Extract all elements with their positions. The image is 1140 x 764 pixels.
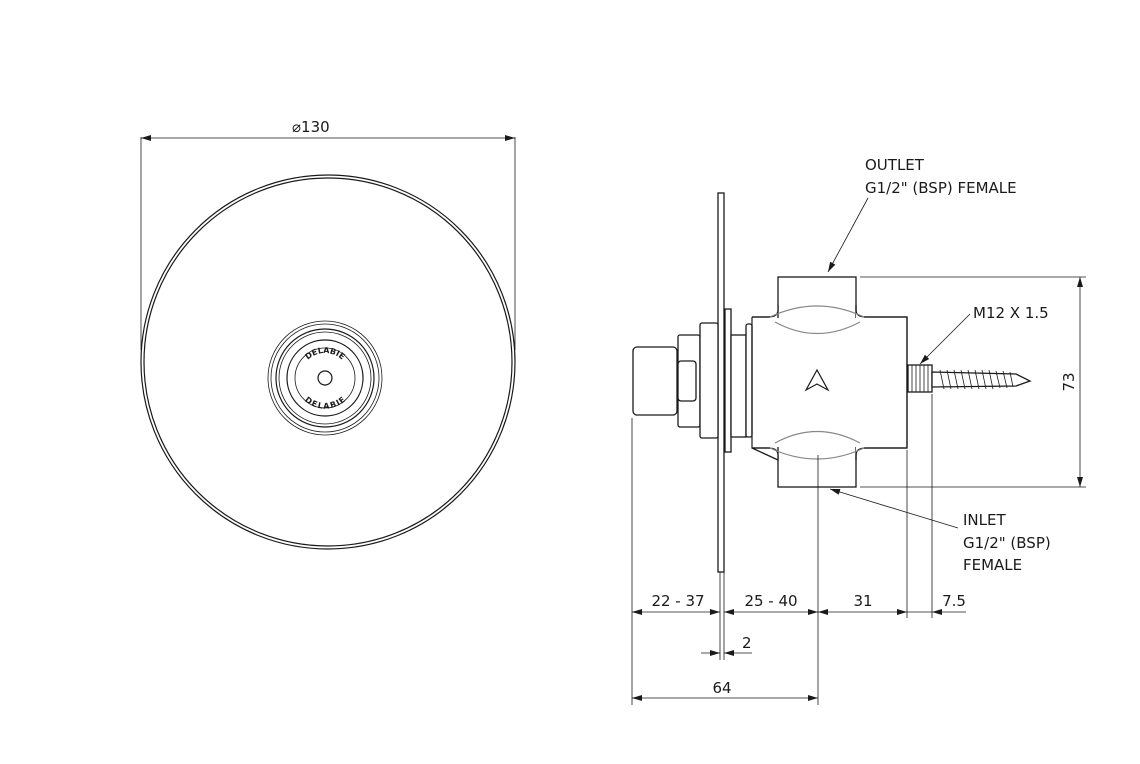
wood-screw — [931, 371, 1032, 388]
flange — [724, 308, 732, 453]
inlet-contour — [769, 430, 865, 460]
logo-text: DELABIE — [303, 346, 346, 362]
ring — [745, 323, 753, 438]
cover-plate-side — [717, 192, 725, 573]
dim-label-d4: 7.5 — [942, 592, 966, 610]
thread-leader — [919, 313, 971, 365]
front-view: ⌀130 DELABIE DELABIE — [140, 118, 516, 550]
outlet-label-line2: G1/2" (BSP) FEMALE — [865, 179, 1017, 197]
thread-label: M12 X 1.5 — [973, 304, 1049, 322]
inlet-label-line3: FEMALE — [963, 556, 1022, 574]
inlet-leader — [829, 488, 959, 529]
dim-label-d1: 22 - 37 — [651, 592, 704, 610]
dim-label-d3: 31 — [853, 592, 872, 610]
dim-label-plate: 2 — [742, 634, 752, 652]
side-view: 73 OUTLET G1/2" (BSP) FEMALE M12 X 1.5 I… — [631, 156, 1086, 705]
cover-plate-outer — [140, 174, 516, 550]
outlet-leader — [827, 197, 869, 273]
cover-plate-edge — [143, 177, 513, 547]
outlet-label-line1: OUTLET — [865, 156, 925, 174]
hex-face — [677, 360, 697, 402]
thread-lines — [911, 365, 929, 392]
screw-thread — [939, 369, 1014, 390]
height-dim-label: 73 — [1060, 372, 1078, 391]
dim-label-d2: 25 - 40 — [744, 592, 797, 610]
washer — [699, 322, 719, 439]
dim-label-total: 64 — [712, 679, 731, 697]
logo-text: DELABIE — [303, 395, 347, 411]
diameter-label: ⌀130 — [292, 118, 330, 136]
button-cap — [632, 346, 678, 416]
flow-direction-arrow-icon — [804, 368, 830, 392]
sleeve — [730, 334, 747, 438]
outlet-contour — [769, 305, 865, 335]
inlet-label-line1: INLET — [963, 511, 1006, 529]
inlet-label-line2: G1/2" (BSP) — [963, 534, 1051, 552]
push-button: DELABIE DELABIE — [267, 320, 383, 436]
